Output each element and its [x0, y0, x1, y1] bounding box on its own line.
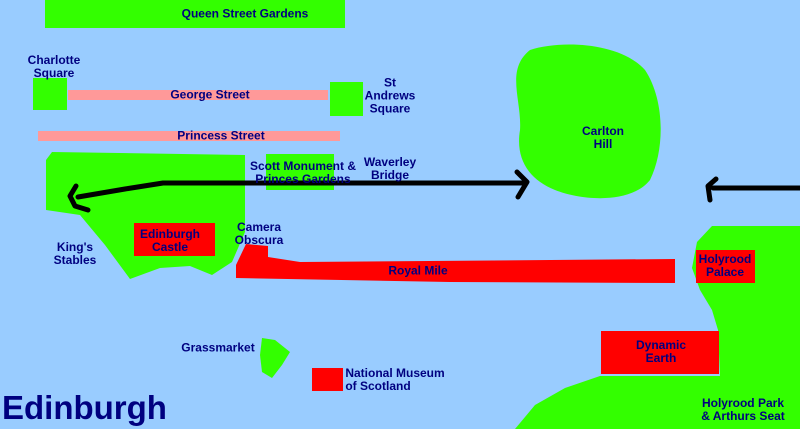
dynamic-earth-building: [601, 331, 719, 374]
label-holyrood-palace: Holyrood Palace: [698, 252, 752, 279]
label-holyrood-park: Holyrood Park & Arthurs Seat: [701, 396, 785, 423]
holyrood-palace-building: [696, 250, 755, 283]
route-arrow-west: [67, 169, 530, 213]
label-national-museum: National Museum of Scotland: [345, 366, 445, 393]
princess-street-road: [38, 131, 340, 141]
label-grassmarket: Grassmarket: [181, 340, 255, 355]
label-queen-street-gardens: Queen Street Gardens: [181, 6, 309, 21]
grassmarket-area: [260, 338, 290, 378]
label-dynamic-earth: Dynamic Earth: [635, 338, 687, 365]
label-edinburgh-castle: Edinburgh Castle: [140, 227, 200, 254]
label-scott-monument: Scott Monument & Princes Gardens: [250, 159, 356, 186]
label-royal-mile: Royal Mile: [388, 263, 448, 278]
royal-mile-road: [236, 244, 675, 283]
st-andrews-square-area: [330, 82, 363, 116]
queen-street-gardens-area: [45, 0, 345, 28]
label-waverley-bridge: Waverley Bridge: [363, 155, 417, 182]
george-street-road: [68, 90, 328, 100]
national-museum-building: [312, 368, 343, 391]
label-camera-obscura: Camera Obscura: [234, 220, 284, 247]
map-title: Edinburgh: [2, 389, 167, 426]
label-kings-stables: King's Stables: [53, 240, 97, 267]
label-princess-street: Princess Street: [177, 128, 265, 143]
label-charlotte-square: Charlotte Square: [27, 53, 81, 80]
route-arrow-east: [705, 176, 800, 203]
label-george-street: George Street: [170, 87, 250, 102]
charlotte-square-area: [33, 78, 67, 110]
label-carlton-hill: Carlton Hill: [582, 124, 624, 151]
edinburgh-castle-building: [134, 223, 215, 256]
carlton-hill-area: [516, 44, 661, 199]
label-st-andrews-square: St Andrews Square: [364, 75, 416, 116]
